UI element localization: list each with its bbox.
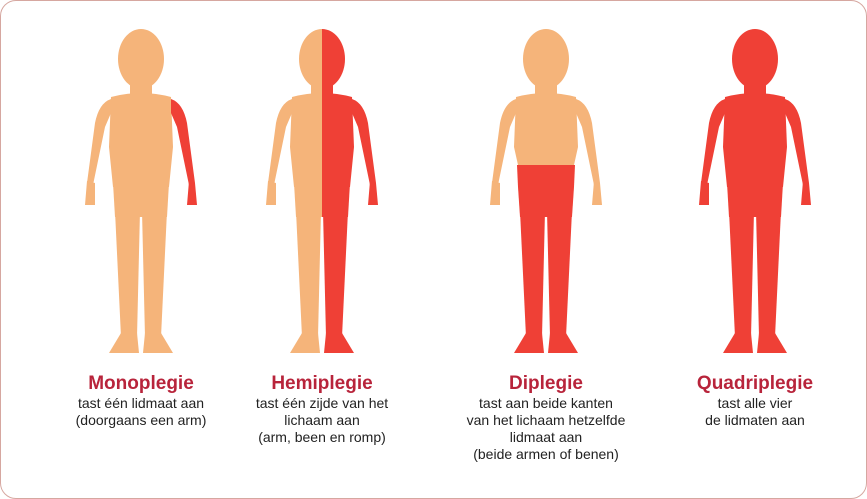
affected-both-legs xyxy=(514,165,578,353)
description-line: lichaam aan xyxy=(214,412,430,429)
description-line: tast alle vier xyxy=(647,395,863,412)
panel-title: Quadriplegie xyxy=(647,373,863,395)
panel-description: tast aan beide kanten van het lichaam he… xyxy=(438,395,654,463)
body-base xyxy=(85,29,173,353)
panel-hemiplegie: Hemiplegie tast één zijde van het lichaa… xyxy=(214,1,430,498)
description-line: tast aan beide kanten xyxy=(438,395,654,412)
description-line: tast één zijde van het xyxy=(214,395,430,412)
body-figure-quadriplegie xyxy=(647,15,863,365)
panel-description: tast alle vier de lidmaten aan xyxy=(647,395,863,429)
description-line: (beide armen of benen) xyxy=(438,446,654,463)
panel-diplegie: Diplegie tast aan beide kanten van het l… xyxy=(438,1,654,498)
panel-title: Hemiplegie xyxy=(214,373,430,395)
panel-title: Diplegie xyxy=(438,373,654,395)
affected-whole-body xyxy=(699,29,811,353)
panel-description: tast één zijde van het lichaam aan (arm,… xyxy=(214,395,430,446)
body-figure-hemiplegie xyxy=(214,15,430,365)
body-figure-diplegie xyxy=(438,15,654,365)
description-line: lidmaat aan xyxy=(438,429,654,446)
description-line: de lidmaten aan xyxy=(647,412,863,429)
affected-right-arm xyxy=(171,99,197,205)
description-line: van het lichaam hetzelfde xyxy=(438,412,654,429)
panel-quadriplegie: Quadriplegie tast alle vier de lidmaten … xyxy=(647,1,863,498)
description-line: (arm, been en romp) xyxy=(214,429,430,446)
